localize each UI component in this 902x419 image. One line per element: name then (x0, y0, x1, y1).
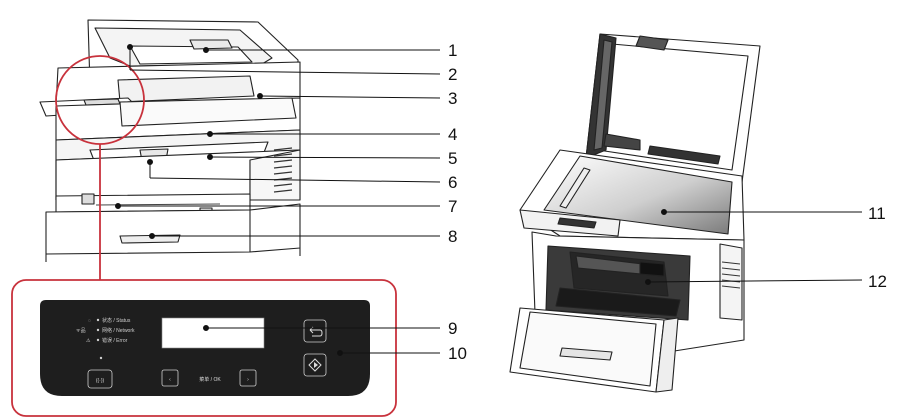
callout-3: 3 (448, 89, 457, 108)
back-button[interactable] (303, 319, 327, 343)
callout-5: 5 (448, 149, 457, 168)
callout-numbers-left: 1 2 3 4 5 6 7 8 9 10 (448, 41, 467, 363)
paper-tray (45, 203, 301, 255)
scanner-top-surface (119, 97, 297, 127)
control-panel-highlight (55, 55, 145, 280)
start-button[interactable] (303, 353, 327, 377)
callout-8: 8 (448, 227, 457, 246)
left-arrow-button[interactable]: ‹ (161, 369, 179, 387)
callout-lines-panel (203, 325, 440, 356)
callout-7: 7 (448, 197, 457, 216)
status-icon: ◌ (88, 318, 91, 324)
status-indicators: ◌ 状态 / Status ᯤ品 网络 / Network ⚠ 错误 / Err… (76, 317, 135, 344)
callout-11: 11 (868, 204, 886, 223)
callout-2: 2 (448, 65, 457, 84)
adf-output-tray (117, 75, 255, 103)
callout-6: 6 (448, 173, 457, 192)
start-diamond-icon (308, 358, 322, 372)
paper-guide-top (189, 39, 233, 50)
wifi-button[interactable]: ((·)) (87, 369, 113, 389)
printer-front-view (39, 19, 301, 262)
status-label: 状态 / Status (102, 317, 131, 324)
callout-10: 10 (448, 344, 467, 363)
error-label: 错误 / Error (102, 337, 128, 344)
lcd-display (161, 317, 265, 349)
warning-icon: ⚠ (86, 338, 91, 344)
menu-ok-button[interactable]: 菜单 / OK (199, 376, 221, 383)
paper-tray-handle (119, 234, 181, 244)
adf-input-tray-inner (129, 45, 253, 65)
control-panel-detail: ◌ 状态 / Status ᯤ品 网络 / Network ⚠ 错误 / Err… (11, 279, 440, 417)
printer-open-view (509, 33, 761, 393)
side-vents (273, 147, 293, 193)
callout-1: 1 (448, 41, 457, 60)
callout-lines-right (645, 209, 863, 285)
wifi-icon: ((·)) (96, 378, 105, 384)
callout-4: 4 (448, 125, 457, 144)
menu-ok-label: 菜单 / OK (199, 376, 221, 383)
callout-lines-left (115, 44, 441, 239)
callout-9: 9 (448, 319, 457, 338)
callout-12: 12 (868, 272, 887, 291)
right-arrow-button[interactable]: › (239, 369, 257, 387)
chevron-left-icon: ‹ (169, 377, 171, 383)
network-icon: ᯤ品 (76, 328, 86, 334)
scanner-glass (543, 155, 733, 235)
chevron-right-icon: › (247, 377, 249, 383)
callout-numbers-right: 11 12 (868, 204, 887, 291)
network-label: 网络 / Network (102, 327, 135, 334)
